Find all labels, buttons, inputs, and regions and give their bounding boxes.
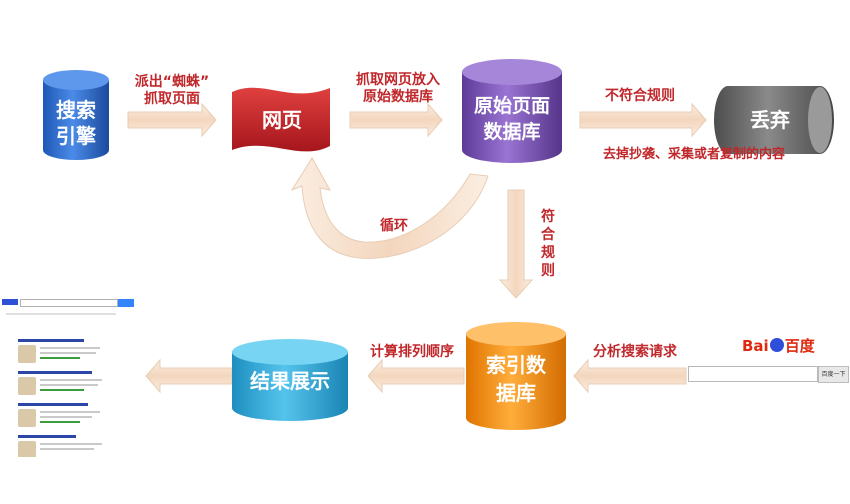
arrow-baidu-to-indexdb: [573, 358, 687, 394]
baidu-search-button[interactable]: 百度一下: [818, 366, 849, 383]
label-rank: 计算排列顺序: [370, 344, 454, 360]
baidu-paw-icon: [769, 338, 784, 352]
search-engine-label-2: 引擎: [56, 124, 96, 148]
baidu-logo-text-cn: 百度: [784, 337, 815, 355]
label-spider-crawl: 派出“蜘蛛” 抓取页面: [124, 74, 220, 108]
results-label: 结果展示: [250, 369, 330, 393]
discard-node: 丢弃: [714, 86, 834, 154]
webpage-label: 网页: [262, 108, 302, 132]
label-compliant-char3: 规: [541, 245, 555, 261]
label-store-raw: 抓取网页放入 原始数据库: [348, 72, 448, 106]
label-store-raw-line1: 抓取网页放入: [356, 72, 440, 88]
raw-db-label-1: 原始页面: [474, 94, 550, 117]
label-noncompliant: 不符合规则: [605, 88, 675, 104]
search-results-thumbnail: [0, 297, 138, 457]
results-logo-icon: [2, 299, 18, 305]
label-compliant: 符 合 规 则: [538, 208, 558, 280]
label-compliant-char2: 合: [541, 227, 555, 243]
webpage-node: 网页: [232, 87, 330, 152]
label-spider-crawl-line2: 抓取页面: [144, 91, 200, 107]
index-db-label-1: 索引数: [486, 353, 547, 377]
arrow-engine-to-webpage: [127, 102, 217, 138]
label-store-raw-line2: 原始数据库: [363, 89, 433, 105]
label-analyze-request: 分析搜索请求: [593, 344, 677, 360]
results-search-input: [20, 299, 118, 307]
arrow-results-to-screenshot: [145, 358, 233, 394]
label-compliant-char1: 符: [541, 209, 555, 225]
index-db-label-2: 据库: [496, 381, 536, 405]
discard-label: 丢弃: [750, 108, 790, 132]
arrow-rawdb-to-indexdb: [498, 189, 534, 299]
loop-arrow: [290, 157, 489, 259]
label-loop: 循环: [380, 218, 408, 234]
baidu-search-input[interactable]: [688, 366, 818, 382]
results-search-button: [118, 299, 134, 307]
index-db-node: 索引数 据库: [466, 322, 566, 430]
label-spider-crawl-line1: 派出“蜘蛛”: [134, 74, 210, 90]
baidu-logo-text: Bai: [742, 337, 769, 355]
label-compliant-char4: 则: [541, 263, 555, 279]
raw-db-label-2: 数据库: [483, 120, 540, 143]
arrow-indexdb-to-results: [367, 358, 465, 394]
arrow-rawdb-to-discard: [579, 102, 707, 138]
search-engine-node: 搜索 引擎: [43, 70, 109, 160]
raw-db-node: 原始页面 数据库: [462, 59, 562, 163]
baidu-search-widget: Bai 百度 百度一下: [688, 335, 849, 385]
baidu-logo: Bai 百度: [742, 335, 815, 357]
arrow-webpage-to-rawdb: [349, 102, 443, 138]
results-node: 结果展示: [232, 339, 348, 421]
search-engine-label-1: 搜索: [56, 98, 96, 122]
label-remove-copied: 去掉抄袭、采集或者复制的内容: [602, 147, 785, 162]
